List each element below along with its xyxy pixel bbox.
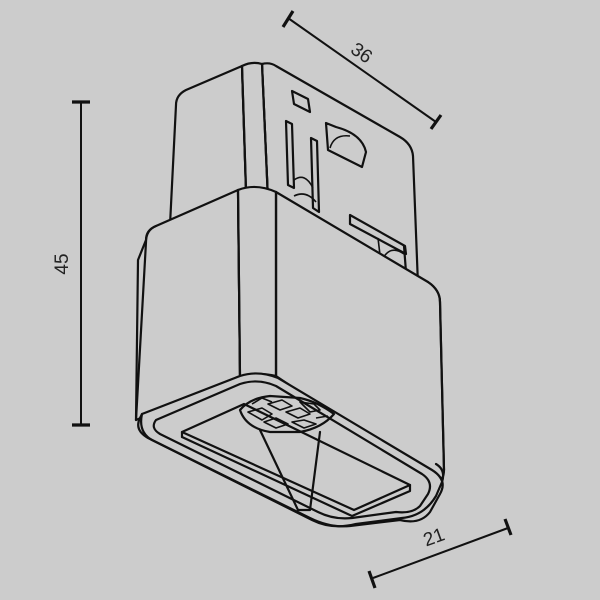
dimension-height: 45 (52, 100, 90, 427)
upper-connector-block (168, 61, 420, 287)
dimension-depth-label: 21 (421, 524, 448, 551)
lens-frame (137, 372, 445, 528)
dimension-depth: 21 (367, 518, 513, 589)
dimension-height-label: 45 (52, 253, 73, 274)
honeycomb-lens (238, 394, 336, 434)
dimension-width-label: 36 (346, 39, 375, 68)
